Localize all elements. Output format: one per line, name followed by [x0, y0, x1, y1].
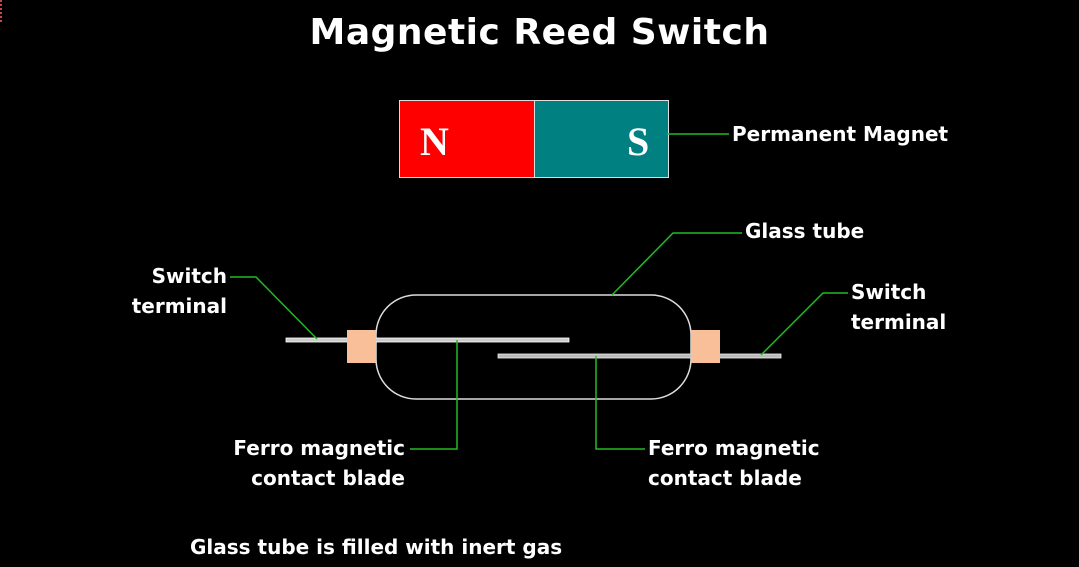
label-line: contact blade — [648, 466, 802, 490]
magnet-north-pole: N — [399, 100, 535, 178]
permanent-magnet-label: Permanent Magnet — [732, 122, 949, 146]
leader-blade-right — [595, 356, 645, 450]
leader-blade-left — [410, 340, 458, 450]
label-line: contact blade — [251, 466, 405, 490]
label-line: Switch — [151, 264, 227, 288]
glass-tube-label: Glass tube — [745, 219, 865, 243]
leader-switch-terminal-right — [760, 292, 848, 356]
leader-switch-terminal-left — [230, 276, 318, 340]
blade-left-label: Ferro magnetic contact blade — [230, 433, 405, 493]
edge-marker — [0, 0, 2, 22]
right-contact-blade — [497, 353, 782, 359]
glass-tube — [375, 294, 692, 400]
left-contact-blade — [285, 337, 570, 343]
label-line: Switch — [851, 280, 927, 304]
north-label: N — [420, 119, 449, 164]
switch-terminal-left-label: Switch terminal — [130, 261, 227, 321]
left-end-seal — [347, 330, 376, 363]
label-line: Ferro magnetic — [648, 436, 820, 460]
label-line: terminal — [851, 310, 947, 334]
leader-glass-tube — [611, 232, 742, 296]
label-line: terminal — [131, 294, 227, 318]
blade-right-label: Ferro magnetic contact blade — [648, 433, 820, 493]
magnet-south-pole: S — [534, 100, 669, 178]
south-label: S — [627, 119, 650, 164]
footnote: Glass tube is filled with inert gas — [190, 535, 563, 559]
label-line: Ferro magnetic — [233, 436, 405, 460]
diagram-title: Magnetic Reed Switch — [309, 12, 770, 53]
right-end-seal — [691, 330, 720, 363]
switch-terminal-right-label: Switch terminal — [851, 277, 946, 337]
